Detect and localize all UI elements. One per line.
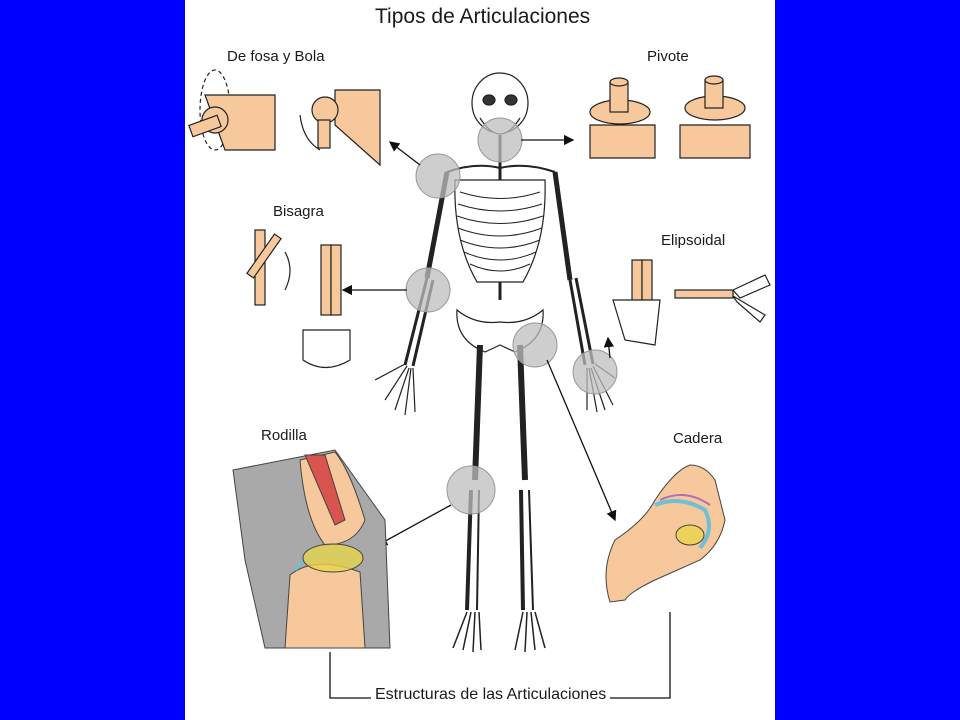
diagram-sheet: Tipos de Articulaciones De fosa y Bola P…	[185, 0, 775, 720]
diagram-title: Tipos de Articulaciones	[375, 5, 591, 28]
elbow-joint	[405, 267, 451, 313]
hip-illustration	[605, 464, 726, 603]
neck-joint	[477, 117, 523, 163]
label-pivot: Pivote	[647, 48, 689, 65]
wrist-joint	[572, 349, 618, 395]
hinge-illustration	[246, 229, 351, 369]
ball-socket-illustration	[188, 69, 381, 167]
label-ball-socket: De fosa y Bola	[227, 48, 325, 65]
knee-joint	[446, 465, 496, 515]
label-ellipsoid: Elipsoidal	[661, 232, 726, 249]
arrows	[341, 134, 617, 546]
label-knee: Rodilla	[261, 427, 307, 444]
knee-illustration	[232, 449, 391, 649]
pivot-illustration	[589, 75, 751, 159]
label-hip: Cadera	[673, 430, 723, 447]
shoulder-joint	[415, 153, 461, 199]
diagram-graphics	[188, 69, 771, 699]
joint-highlights	[405, 117, 618, 515]
label-hinge: Bisagra	[273, 203, 324, 220]
ellipsoid-illustration	[612, 259, 771, 346]
label-joint-structures: Estructuras de las Articulaciones	[371, 686, 611, 704]
hip-joint	[512, 322, 558, 368]
